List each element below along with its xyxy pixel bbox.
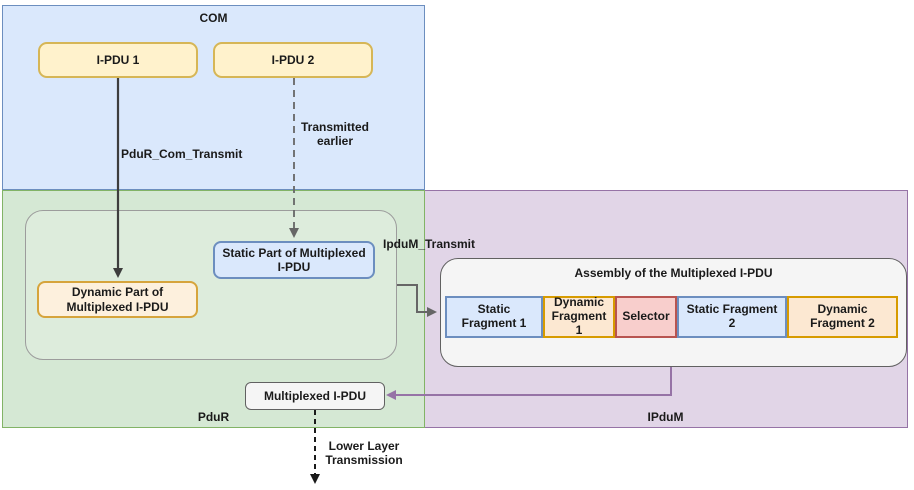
- fragment-row: Static Fragment 1 Dynamic Fragment 1 Sel…: [445, 295, 898, 338]
- region-pdur-label: PduR: [197, 410, 230, 424]
- node-ipdu-2: I-PDU 2: [213, 42, 373, 78]
- fragment-dynamic-2-label: Dynamic Fragment 2: [810, 302, 875, 330]
- assembly-title: Assembly of the Multiplexed I-PDU: [574, 266, 773, 280]
- edge-label-pdur-com-transmit: PduR_Com_Transmit: [121, 147, 243, 161]
- node-static-part: Static Part of Multiplexed I-PDU: [213, 241, 375, 279]
- node-ipdu-2-label: I-PDU 2: [271, 52, 315, 67]
- fragment-dynamic-1-label: Dynamic Fragment 1: [551, 295, 607, 337]
- fragment-static-2-label: Static Fragment 2: [686, 302, 778, 330]
- edge-label-lower-layer-transmission: Lower Layer Transmission: [325, 439, 403, 468]
- node-dynamic-part: Dynamic Part of Multiplexed I-PDU: [37, 281, 198, 318]
- region-ipdum-label: IPduM: [647, 410, 684, 424]
- fragment-dynamic-2: Dynamic Fragment 2: [787, 296, 898, 338]
- node-multiplexed-ipdu: Multiplexed I-PDU: [245, 382, 385, 410]
- fragment-selector-label: Selector: [622, 309, 670, 324]
- fragment-selector: Selector: [615, 296, 677, 338]
- edge-label-ipdum-transmit: IpduM_Transmit: [383, 237, 476, 251]
- node-ipdu-1: I-PDU 1: [38, 42, 198, 78]
- fragment-static-1-label: Static Fragment 1: [461, 302, 527, 330]
- node-dynamic-part-label: Dynamic Part of Multiplexed I-PDU: [66, 285, 169, 314]
- region-com: COM: [2, 5, 425, 190]
- fragment-static-1: Static Fragment 1: [445, 296, 543, 338]
- node-multiplexed-ipdu-label: Multiplexed I-PDU: [263, 388, 366, 403]
- edge-label-transmitted-earlier: Transmitted earlier: [300, 120, 369, 149]
- node-static-part-label: Static Part of Multiplexed I-PDU: [222, 245, 366, 274]
- node-ipdu-1-label: I-PDU 1: [96, 52, 140, 67]
- fragment-static-2: Static Fragment 2: [677, 296, 787, 338]
- fragment-dynamic-1: Dynamic Fragment 1: [543, 295, 615, 338]
- region-com-label: COM: [199, 11, 228, 25]
